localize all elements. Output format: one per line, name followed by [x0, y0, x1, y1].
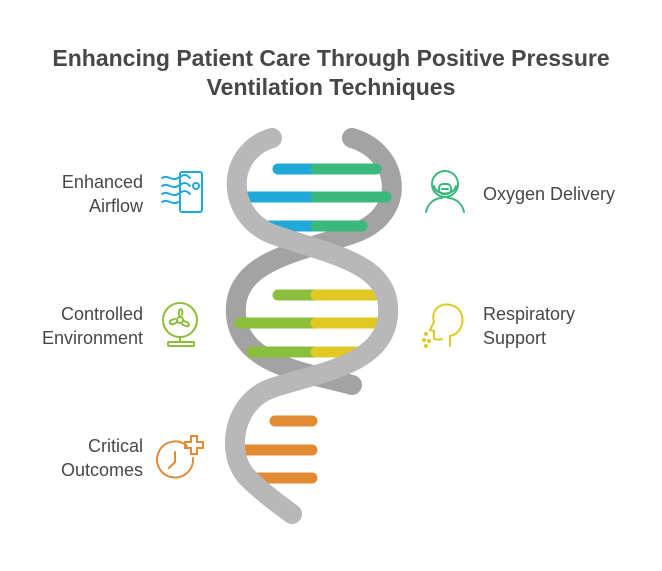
diagram-title: Enhancing Patient Care Through Positive …: [0, 44, 662, 102]
label-critical-outcomes: Critical Outcomes: [60, 436, 143, 480]
label-controlled-environment: Controlled Environment: [41, 304, 143, 348]
clock-plus-icon: [156, 435, 204, 479]
oxygen-mask-icon: [425, 170, 465, 213]
helix-strand-back: [225, 128, 402, 395]
rung-group-olive-yellow: [234, 289, 392, 358]
title-line-1: Enhancing Patient Care Through Positive …: [52, 45, 610, 71]
label-enhanced-airflow: Enhanced Airflow: [61, 172, 143, 216]
label-oxygen-delivery: Oxygen Delivery: [483, 184, 616, 204]
label-respiratory-support: Respiratory Support: [483, 304, 576, 348]
airflow-icon: [161, 171, 203, 213]
title-line-2: Ventilation Techniques: [206, 74, 456, 100]
fan-icon: [162, 302, 198, 347]
helix-strand-front: [225, 128, 399, 524]
breathing-head-icon: [422, 303, 464, 348]
